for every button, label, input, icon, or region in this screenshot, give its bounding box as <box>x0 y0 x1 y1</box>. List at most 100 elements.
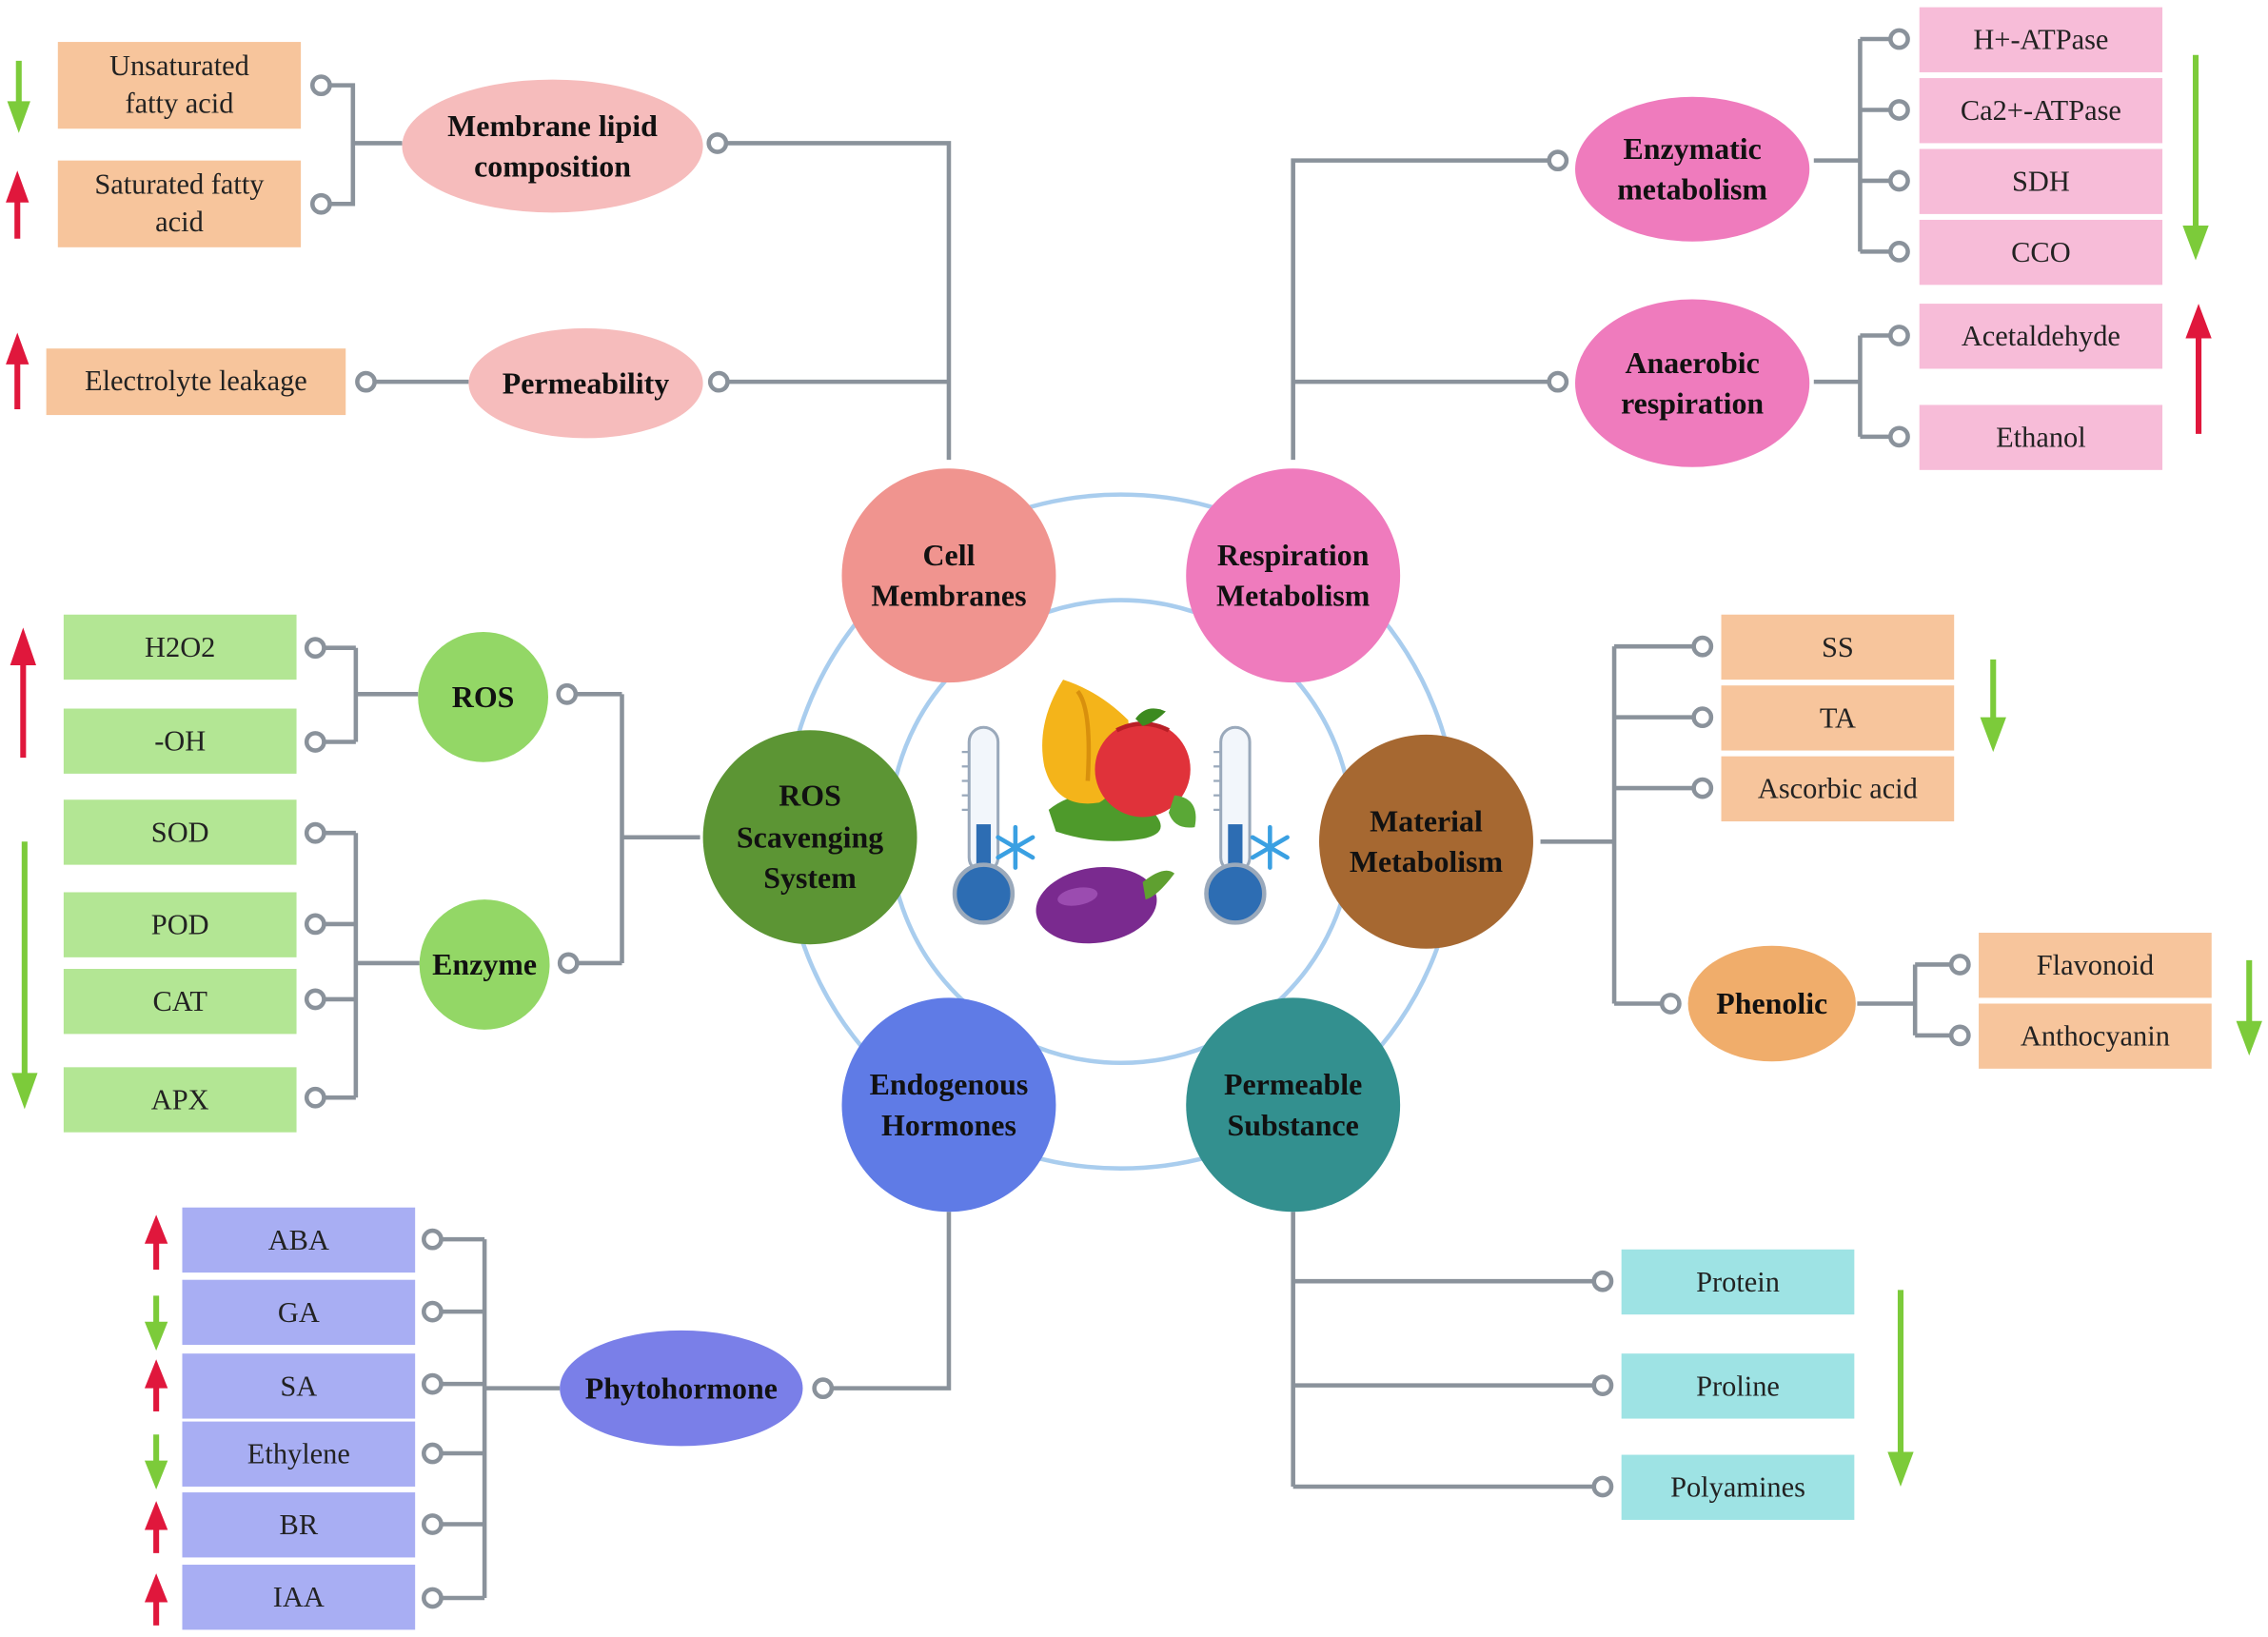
up-arrow-electrolyte <box>6 332 30 409</box>
group-permeability: Permeability <box>468 327 703 439</box>
hub-endogenous-hormones: Endogenous Hormones <box>841 997 1056 1213</box>
leaf-ta-label: TA <box>1819 701 1856 735</box>
link-phenolic-leaves <box>1857 962 1961 1038</box>
group-permeability-label: Permeability <box>502 365 670 401</box>
leaf-unsat-label: Unsaturated fatty acid <box>109 50 249 121</box>
hub-ros-scavenging-system: ROS Scavenging System <box>702 730 917 945</box>
link-enzymatic-leaves <box>1813 36 1900 254</box>
leaf-br-label: BR <box>279 1509 319 1541</box>
link-anaerobic-leaves <box>1813 333 1900 440</box>
leaf-cat: CAT <box>63 969 297 1035</box>
up-arrow-ros <box>10 627 36 759</box>
leaf-caatpase-label: Ca2+-ATPase <box>1960 94 2121 127</box>
down-arrow-unsat <box>7 60 30 133</box>
leaf-anthocyanin-label: Anthocyanin <box>2020 1019 2170 1053</box>
leaf-cat-label: CAT <box>152 985 207 1017</box>
hub-cell-membranes: Cell Membranes <box>841 468 1056 683</box>
link-respiration <box>1291 158 1558 461</box>
down-arrow-enzyme <box>11 841 38 1110</box>
leaf-sdh-label: SDH <box>2011 165 2070 198</box>
up-arrow-anaerobic <box>2185 304 2212 434</box>
thermometer-icon-left <box>952 725 1016 925</box>
link-permeable <box>1291 1212 1603 1489</box>
group-anaerobic-respiration: Anaerobic respiration <box>1575 299 1810 467</box>
leaf-sat-label: Saturated fatty acid <box>94 168 265 239</box>
leaf-saturated-fatty-acid: Saturated fatty acid <box>57 160 302 247</box>
leaf-ga: GA <box>182 1279 416 1346</box>
group-membrane-lipid-composition: Membrane lipid composition <box>402 79 703 213</box>
leaf-apx-label: APX <box>150 1083 209 1116</box>
leaf-unsaturated-fatty-acid: Unsaturated fatty acid <box>57 42 302 129</box>
leaf-cco-label: CCO <box>2011 236 2071 268</box>
leaf-pod: POD <box>63 892 297 957</box>
up-arrow-sa <box>144 1359 168 1411</box>
vegetables-icon <box>1035 680 1196 944</box>
leaf-h2o2-label: H2O2 <box>145 631 216 663</box>
group-enzymatic-metabolism: Enzymatic metabolism <box>1575 96 1810 242</box>
leaf-hatpase-label: H+-ATPase <box>1973 24 2109 56</box>
link-cell-membranes <box>717 141 952 461</box>
leaf-ca-atpase: Ca2+-ATPase <box>1919 78 2163 144</box>
link-phytohormone-leaves <box>432 1236 561 1601</box>
leaf-ascorbic-label: Ascorbic acid <box>1757 773 1918 805</box>
snowflake-icon-left <box>996 824 1035 870</box>
hub-respiration-metabolism: Respiration Metabolism <box>1186 468 1401 683</box>
leaf-ethylene: Ethylene <box>182 1421 416 1487</box>
group-phenolic: Phenolic <box>1687 945 1856 1062</box>
group-phytohormone: Phytohormone <box>560 1330 803 1447</box>
leaf-ethanol: Ethanol <box>1919 404 2163 470</box>
group-membrane-lipid-label: Membrane lipid composition <box>447 108 658 184</box>
leaf-br: BR <box>182 1492 416 1558</box>
link-lipid-leaves <box>321 83 403 207</box>
leaf-iaa: IAA <box>182 1565 416 1630</box>
leaf-flavonoid: Flavonoid <box>1979 933 2212 998</box>
leaf-ss: SS <box>1721 614 1955 680</box>
down-arrow-ethylene <box>144 1434 168 1490</box>
leaf-proline: Proline <box>1621 1353 1855 1419</box>
trend-arrows <box>6 54 2262 1626</box>
hub-respiration-label: Respiration Metabolism <box>1216 537 1371 614</box>
leaf-electrolyte-label: Electrolyte leakage <box>85 365 307 398</box>
connector-nodes <box>304 28 1971 1609</box>
hub-permeable-substance: Permeable Substance <box>1186 997 1401 1213</box>
group-ros: ROS <box>418 631 548 762</box>
group-enzyme-label: Enzyme <box>432 946 538 982</box>
thermometer-icon-right <box>1204 725 1267 925</box>
link-enzyme-leaves <box>315 830 420 1100</box>
leaf-h-atpase: H+-ATPase <box>1919 7 2163 72</box>
group-phenolic-label: Phenolic <box>1716 985 1828 1021</box>
leaf-polyamines-label: Polyamines <box>1670 1471 1805 1504</box>
leaf-ethylene-label: Ethylene <box>247 1438 350 1470</box>
leaf-ascorbic-acid: Ascorbic acid <box>1721 756 1955 822</box>
link-ros-leaves <box>315 645 419 744</box>
leaf-acetaldehyde: Acetaldehyde <box>1919 304 2163 369</box>
link-hormones <box>822 1212 952 1390</box>
leaf-sdh: SDH <box>1919 148 2163 214</box>
down-arrow-ga <box>144 1295 168 1351</box>
group-enzymatic-label: Enzymatic metabolism <box>1617 130 1768 207</box>
link-ros-system <box>566 692 700 966</box>
leaf-flavonoid-label: Flavonoid <box>2036 949 2155 981</box>
hub-material-label: Material Metabolism <box>1349 803 1504 879</box>
leaf-iaa-label: IAA <box>272 1581 325 1613</box>
leaf-apx: APX <box>63 1067 297 1133</box>
leaf-aba: ABA <box>182 1207 416 1273</box>
leaf-sa-label: SA <box>280 1370 318 1403</box>
hub-material-metabolism: Material Metabolism <box>1319 734 1533 949</box>
up-arrow-br <box>144 1501 168 1553</box>
hub-permeable-label: Permeable Substance <box>1224 1066 1363 1143</box>
leaf-anthocyanin: Anthocyanin <box>1979 1003 2212 1069</box>
group-ros-label: ROS <box>451 679 515 715</box>
leaf-polyamines: Polyamines <box>1621 1454 1855 1520</box>
leaf-aba-label: ABA <box>267 1224 329 1256</box>
hub-ros-system-label: ROS Scavenging System <box>736 779 884 896</box>
leaf-h2o2: H2O2 <box>63 614 297 680</box>
leaf-ta: TA <box>1721 685 1955 751</box>
down-arrow-phenolic <box>2236 959 2262 1056</box>
leaf-pod-label: POD <box>150 908 209 941</box>
leaf-protein: Protein <box>1621 1249 1855 1315</box>
leaf-sod: SOD <box>63 799 297 865</box>
leaf-sod-label: SOD <box>150 816 209 849</box>
